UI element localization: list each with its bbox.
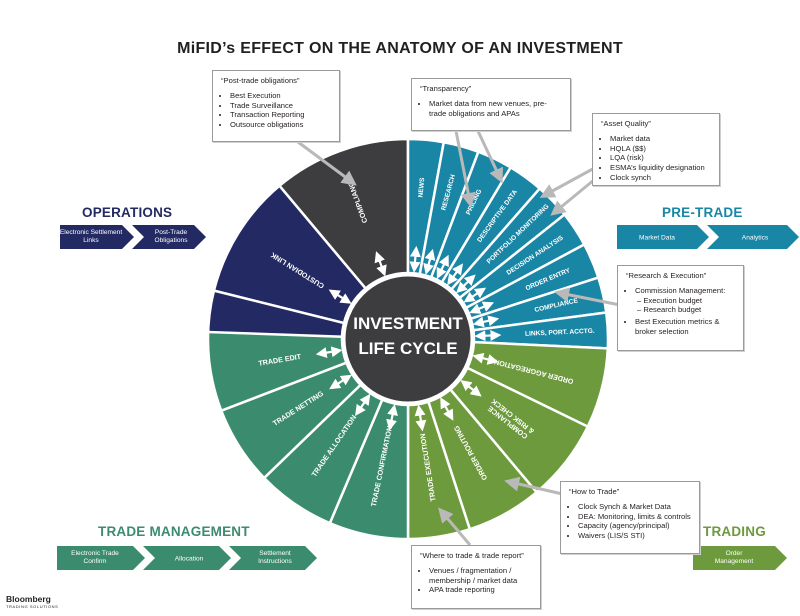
callout-item: Venues / fragmentation / membership / ma… (429, 566, 532, 586)
callout-transparency: “Transparency” Market data from new venu… (411, 78, 571, 131)
callout-title: “How to Trade” (569, 487, 620, 496)
wheel-arrow (374, 251, 387, 277)
wheel-arrow (447, 263, 464, 286)
wheel-arrow (328, 289, 352, 304)
trade-management-title: TRADE MANAGEMENT (98, 524, 250, 539)
callout-item: Transaction Reporting (230, 110, 331, 120)
operations-title: OPERATIONS (82, 205, 173, 220)
flow-step-label: Analytics (742, 235, 769, 242)
flow-step-label: Allocation (175, 556, 204, 563)
callout-pointer-arrow (554, 287, 621, 307)
callout-sub-item: – Execution budget (637, 295, 703, 305)
wheel-arrow (472, 315, 500, 328)
flow-step-arrow (707, 225, 799, 249)
callout-item: Clock synch (610, 173, 711, 183)
flow-step-arrow (693, 546, 787, 570)
wheel-arrow (414, 404, 427, 432)
flow-step-arrow (60, 225, 134, 249)
callout-item: APA trade reporting (429, 585, 532, 595)
wheel-arrow (463, 287, 487, 303)
wheel-arrow (423, 248, 436, 275)
wheel-arrow (329, 374, 352, 390)
wheel-arrow (409, 245, 421, 273)
callout-item: Best Execution metrics & broker selectio… (635, 317, 735, 337)
wheel-arrow (456, 274, 476, 294)
wheel-arrow (460, 379, 482, 397)
callout-item: HQLA ($$) (610, 144, 711, 154)
flow-step-arrow (143, 546, 231, 570)
wheel-arrow (436, 254, 449, 280)
callout-where-to-trade: “Where to trade & trade report” Venues /… (411, 545, 541, 609)
callout-item: DEA: Monitoring, limits & controls (578, 512, 691, 522)
wheel-arrow (315, 346, 343, 359)
callout-item: Trade Surveillance (230, 101, 331, 111)
logo-name: Bloomberg (6, 594, 51, 604)
pretrade-title: PRE-TRADE (662, 205, 743, 220)
callout-research-execution: “Research & Execution” Commission Manage… (617, 265, 744, 351)
flow-step-arrow (57, 546, 145, 570)
trading-title: TRADING (703, 524, 766, 539)
wheel-segment (206, 330, 348, 413)
callout-pointer-arrow (297, 140, 357, 186)
wheel-segment-label: NEWS (418, 177, 427, 198)
wheel-arrow (472, 352, 499, 365)
flow-step-arrow (132, 225, 206, 249)
center-hub (342, 273, 474, 405)
callout-asset-quality: “Asset Quality” Market data HQLA ($$) LQ… (592, 113, 720, 186)
callout-pointer-arrow (438, 507, 472, 546)
callout-title: “Asset Quality” (601, 119, 651, 128)
callout-post-trade: “Post-trade obligations” Best Execution … (212, 70, 340, 142)
callout-pointer-arrow (454, 130, 476, 208)
callout-item: LQA (risk) (610, 153, 711, 163)
center-label-line2: LIFE CYCLE (358, 339, 457, 358)
flow-step-label: Market Data (639, 235, 675, 242)
wheel-arrow (355, 393, 371, 417)
bloomberg-logo: Bloomberg TRADING SOLUTIONS (6, 595, 58, 611)
wheel-arrow (440, 397, 454, 421)
wheel-arrow (386, 404, 398, 431)
wheel-segment (277, 137, 410, 291)
wheel-segment-label: LINKS, PORT. ACCTG. (525, 328, 595, 338)
callout-item: ESMA’s liquidity designation (610, 163, 711, 173)
flow-step-arrow (617, 225, 709, 249)
logo-tagline: TRADING SOLUTIONS (6, 604, 59, 609)
callout-item: Market data from new venues, pre-trade o… (429, 99, 562, 119)
flow-step-arrow (229, 546, 317, 570)
callout-item: Commission Management: – Execution budge… (635, 286, 735, 315)
wheel-arrow (474, 329, 502, 342)
callout-sub-item: – Research budget (637, 305, 702, 315)
callout-how-to-trade: “How to Trade” Clock Synch & Market Data… (560, 481, 700, 554)
callout-item: Waivers (LIS/S STI) (578, 531, 691, 541)
center-label-line1: INVESTMENT (353, 314, 463, 333)
callout-title: “Transparency” (420, 84, 472, 93)
callout-item: Clock Synch & Market Data (578, 502, 691, 512)
wheel-segment (212, 184, 368, 325)
callout-item-text: Commission Management: (635, 285, 726, 295)
wheel-arrow (469, 301, 495, 314)
callout-item: Capacity (agency/principal) (578, 521, 691, 531)
callout-item: Outsource obligations (230, 120, 331, 130)
callout-item: Best Execution (230, 91, 331, 101)
callout-title: “Where to trade & trade report” (420, 551, 524, 560)
callout-title: “Post-trade obligations” (221, 76, 300, 85)
callout-pointer-arrow (539, 163, 601, 198)
callout-pointer-arrow (476, 130, 503, 184)
callout-item: Market data (610, 134, 711, 144)
callout-title: “Research & Execution” (626, 271, 707, 280)
page-title: MiFID’s EFFECT ON THE ANATOMY OF AN INVE… (177, 40, 623, 57)
